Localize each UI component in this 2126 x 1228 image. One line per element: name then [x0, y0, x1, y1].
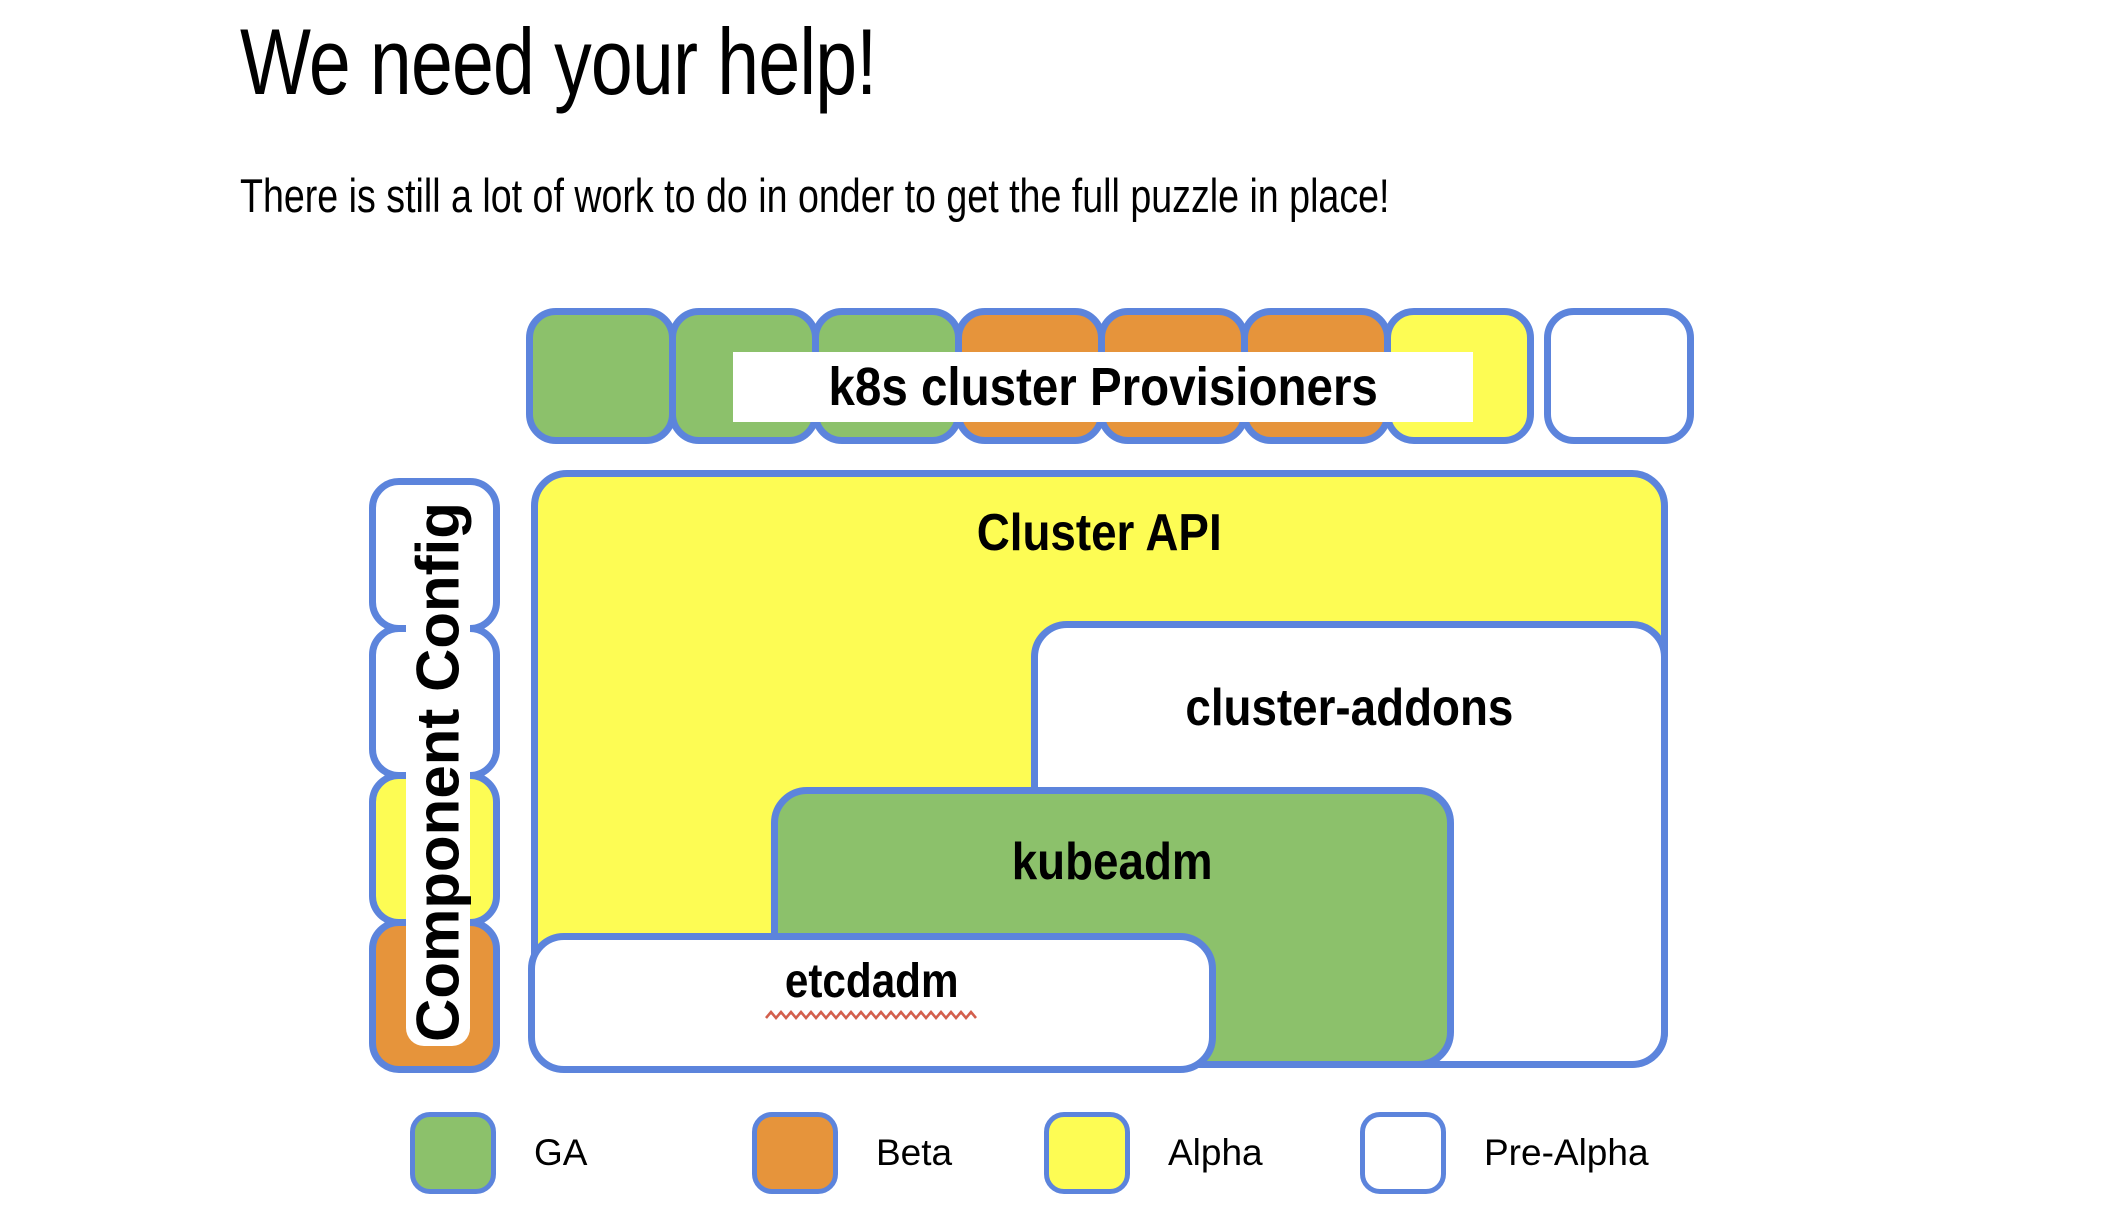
legend-item-alpha: Alpha: [1044, 1112, 1263, 1194]
component-config-label: Component Config: [404, 502, 472, 1042]
component-config-labelbox: Component Config: [404, 498, 472, 1046]
legend-item-beta: Beta: [752, 1112, 952, 1194]
legend-swatch-alpha: [1044, 1112, 1130, 1194]
legend-swatch-beta: [752, 1112, 838, 1194]
puzzle-tile-ga: [526, 308, 676, 444]
legend-label: GA: [534, 1132, 588, 1173]
legend-item-pre-alpha: Pre-Alpha: [1360, 1112, 1649, 1194]
legend-swatch-pre-alpha: [1360, 1112, 1446, 1194]
kubeadm-label: kubeadm: [1012, 833, 1213, 891]
slide-subtitle: There is still a lot of work to do in on…: [240, 169, 1390, 222]
legend-swatch-ga: [410, 1112, 496, 1194]
etcdadm-box: etcdadm: [528, 933, 1216, 1073]
cluster-addons-label: cluster-addons: [1185, 679, 1514, 737]
legend-label: Pre-Alpha: [1484, 1132, 1649, 1173]
legend-item-ga: GA: [410, 1112, 587, 1194]
slide-title: We need your help!: [240, 9, 877, 114]
spellcheck-squiggle: [765, 1009, 977, 1021]
legend-label: Alpha: [1168, 1132, 1263, 1173]
cluster-api-label: Cluster API: [977, 504, 1222, 562]
legend-label: Beta: [876, 1132, 953, 1173]
provisioners-label-text: k8s cluster Provisioners: [828, 357, 1378, 417]
etcdadm-label: etcdadm: [785, 955, 959, 1008]
puzzle-tile-pre-alpha: [1544, 308, 1694, 444]
provisioners-label: k8s cluster Provisioners: [733, 352, 1473, 422]
